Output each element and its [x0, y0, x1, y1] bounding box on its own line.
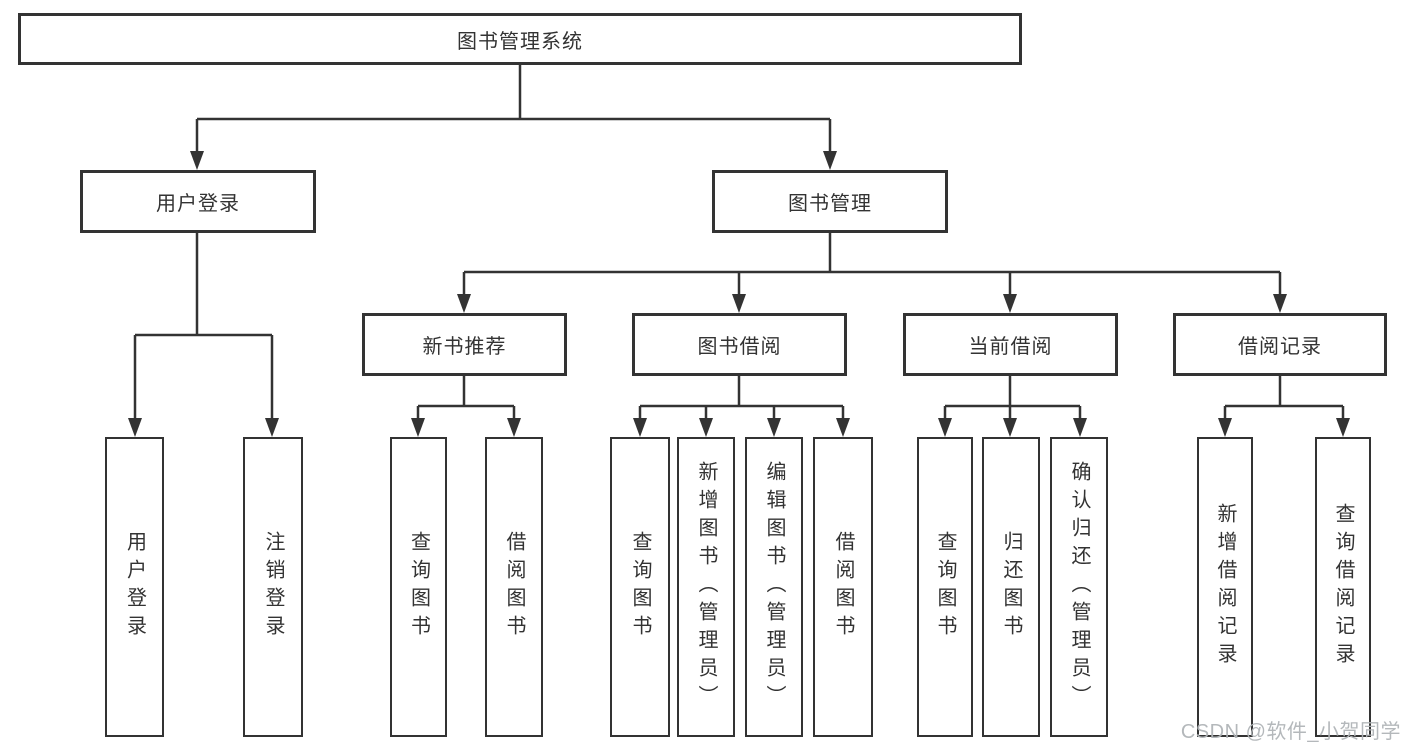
csdn-watermark: CSDN @软件_小贺同学 [1180, 721, 1401, 743]
leaf-borrow-books: 借阅图书 [813, 437, 873, 737]
connector-paths [133, 65, 1345, 421]
leaf-user-login: 用户登录 [105, 437, 164, 737]
leaf-edit-book-admin: 编辑图书（管理员） [745, 437, 803, 737]
leaf-logout: 注销登录 [243, 437, 303, 737]
leaf-return-book: 归还图书 [982, 437, 1040, 737]
node-book-management: 图书管理 [712, 170, 948, 233]
node-new-book-recommend: 新书推荐 [362, 313, 567, 376]
leaf-confirm-return-admin: 确认归还（管理员） [1050, 437, 1108, 737]
leaf-add-book-admin: 新增图书（管理员） [677, 437, 735, 737]
leaf-query-books-recommend: 查询图书 [390, 437, 447, 737]
node-book-borrow: 图书借阅 [632, 313, 847, 376]
node-user-login: 用户登录 [80, 170, 316, 233]
node-root: 图书管理系统 [18, 13, 1022, 65]
leaf-add-borrow-record: 新增借阅记录 [1197, 437, 1253, 737]
leaf-query-books-borrow: 查询图书 [610, 437, 670, 737]
node-borrow-records: 借阅记录 [1173, 313, 1387, 376]
leaf-query-books-current: 查询图书 [917, 437, 973, 737]
arrowheads [128, 151, 1350, 437]
node-current-borrow: 当前借阅 [903, 313, 1118, 376]
leaf-borrow-books-recommend: 借阅图书 [485, 437, 543, 737]
leaf-query-borrow-record: 查询借阅记录 [1315, 437, 1371, 737]
